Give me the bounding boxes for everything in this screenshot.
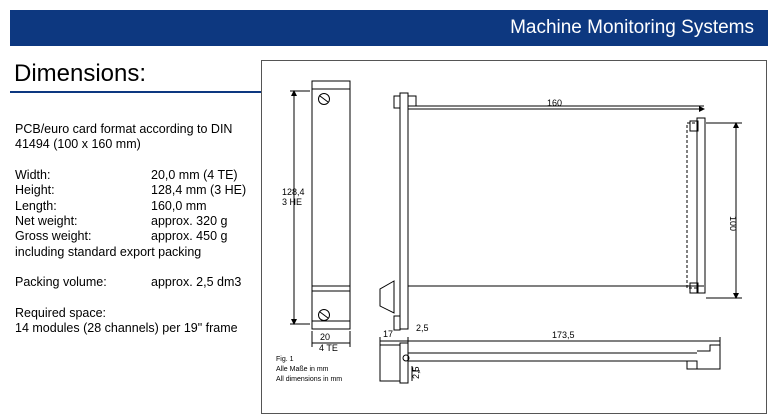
- dimension-drawing-frame: 128,4 3 HE 20 4 TE 160 100 17 2,5 173,5 …: [261, 60, 767, 414]
- dimension-drawing: 128,4 3 HE 20 4 TE 160 100 17 2,5 173,5 …: [276, 80, 742, 384]
- spec-value: approx. 320 g: [151, 214, 228, 229]
- spec-label: Packing volume:: [15, 275, 107, 290]
- header-title: Machine Monitoring Systems: [510, 17, 754, 38]
- spec-value: approx. 2,5 dm3: [151, 275, 242, 290]
- spec-label: Height:: [15, 183, 55, 198]
- front-height-label: 128,4: [282, 187, 305, 197]
- heading-divider: [10, 91, 262, 93]
- figure-caption-en: All dimensions in mm: [276, 376, 342, 383]
- spec-row-height: Height: 128,4 mm (3 HE): [15, 183, 246, 198]
- export-note: including standard export packing: [15, 244, 202, 259]
- top-screw-icon: [318, 93, 330, 105]
- spec-value: approx. 450 g: [151, 229, 228, 244]
- spec-row-gross-weight: Gross weight: approx. 450 g: [15, 229, 246, 244]
- dim-2-5-bottom-label: 2,5: [411, 366, 421, 379]
- side-view: [379, 92, 742, 331]
- spec-label: Length:: [15, 198, 57, 213]
- spec-value: 128,4 mm (3 HE): [151, 183, 247, 198]
- dim-2-5-top-label: 2,5: [416, 323, 429, 333]
- spec-row-width: Width: 20,0 mm (4 TE): [15, 168, 246, 183]
- spec-label: Width:: [15, 167, 51, 182]
- intro-line: PCB/euro card format according to DIN: [15, 122, 233, 136]
- board-height-label: 100: [728, 216, 738, 231]
- front-panel-view: [290, 80, 351, 347]
- intro-line: 41494 (100 x 160 mm): [15, 137, 141, 152]
- spec-value: 160,0 mm: [151, 198, 207, 213]
- space-value: 14 modules (28 channels) per 19" frame: [15, 321, 238, 336]
- front-height-unit: 3 HE: [282, 197, 302, 207]
- length-label: 160: [547, 98, 562, 108]
- spec-list: PCB/euro card format according to DIN 41…: [15, 122, 246, 336]
- front-width-label: 20: [320, 332, 330, 342]
- header-bar: Machine Monitoring Systems: [10, 10, 768, 46]
- dim-173-5-label: 173,5: [552, 330, 575, 340]
- figure-caption-number: Fig. 1: [276, 356, 294, 363]
- page-title: Dimensions:: [14, 60, 147, 87]
- spec-label: Gross weight:: [15, 229, 92, 244]
- dim-17-label: 17: [383, 329, 393, 339]
- spec-row-length: Length: 160,0 mm: [15, 199, 246, 214]
- bottom-view: [379, 337, 721, 384]
- spec-row-net-weight: Net weight: approx. 320 g: [15, 214, 246, 229]
- figure-caption-de: Alle Maße in mm: [276, 366, 329, 373]
- front-width-unit: 4 TE: [319, 343, 338, 353]
- bottom-screw-icon: [318, 309, 330, 321]
- space-label: Required space:: [15, 305, 107, 320]
- spec-value: 20,0 mm (4 TE): [151, 167, 238, 182]
- spec-row-packing: Packing volume: approx. 2,5 dm3: [15, 275, 246, 290]
- spec-label: Net weight:: [15, 214, 78, 229]
